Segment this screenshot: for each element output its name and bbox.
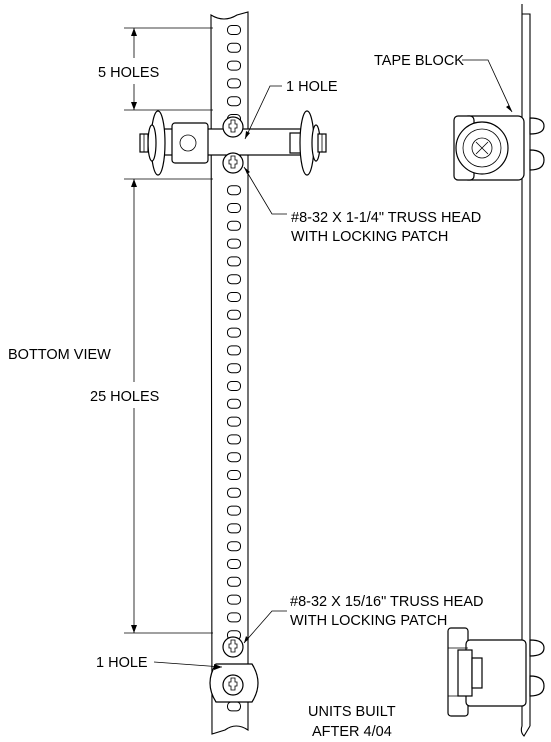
side-panel — [520, 4, 531, 737]
dimension-5-holes — [124, 27, 213, 111]
rail-hole — [227, 220, 241, 231]
rail-hole — [227, 25, 241, 35]
rail-hole — [227, 576, 241, 587]
bottom-mount-assembly — [209, 636, 259, 703]
label-bottom-screw-line1: #8-32 X 15/16" TRUSS HEAD — [290, 594, 483, 610]
rail-holes — [227, 25, 241, 712]
rail-hole — [227, 60, 241, 71]
rail-hole — [227, 345, 241, 356]
rail-hole — [227, 78, 241, 89]
rail-hole — [227, 470, 241, 480]
rail-hole — [227, 381, 241, 391]
rail-hole — [227, 487, 241, 498]
dimension-25-holes — [124, 178, 213, 634]
rail-hole — [227, 434, 241, 445]
label-1-hole-bottom: 1 HOLE — [96, 655, 148, 671]
label-units-line1: UNITS BUILT — [308, 704, 396, 720]
label-units-line2: AFTER 4/04 — [312, 724, 392, 740]
rail-hole — [227, 523, 241, 534]
rail-hole — [227, 42, 241, 53]
rail-hole — [227, 256, 241, 267]
rack-rail — [210, 11, 249, 735]
label-25-holes: 25 HOLES — [90, 389, 159, 405]
bottom-right-block — [447, 627, 545, 717]
rail-hole — [227, 594, 241, 605]
rail-hole — [227, 505, 241, 516]
rail-hole — [227, 559, 241, 569]
top-screw-upper — [222, 116, 244, 138]
rail-hole — [227, 327, 241, 338]
rail-hole — [227, 541, 241, 552]
bottom-screw-lower — [222, 674, 244, 696]
top-mount-assembly — [139, 110, 327, 176]
rail-hole — [227, 363, 241, 374]
rail-hole — [227, 701, 241, 712]
left-block — [171, 122, 209, 164]
label-tape-block: TAPE BLOCK — [374, 53, 464, 69]
rail-hole — [227, 274, 241, 285]
leader-lines — [153, 59, 513, 670]
rail-hole — [227, 612, 241, 623]
rail-hole — [227, 452, 241, 463]
left-block-hole — [179, 134, 197, 152]
label-1-hole-top: 1 HOLE — [286, 79, 338, 95]
rail-hole — [227, 238, 241, 249]
label-bottom-view: BOTTOM VIEW — [8, 347, 111, 363]
right-washer — [289, 110, 327, 176]
label-top-screw-line1: #8-32 X 1-1/4" TRUSS HEAD — [291, 210, 481, 226]
tape-block — [453, 115, 545, 181]
rail-hole — [227, 96, 241, 107]
rail-hole — [227, 185, 241, 196]
rail-hole — [227, 416, 241, 427]
rail-hole — [227, 292, 241, 302]
label-bottom-screw-line2: WITH LOCKING PATCH — [290, 613, 447, 629]
label-5-holes: 5 HOLES — [98, 65, 159, 81]
top-screw-lower — [222, 152, 244, 174]
rail-hole — [227, 203, 241, 213]
rail-hole — [227, 309, 241, 320]
left-washer — [139, 110, 166, 176]
bottom-screw-upper — [222, 636, 244, 658]
rail-hole — [227, 398, 241, 409]
label-top-screw-line2: WITH LOCKING PATCH — [291, 229, 448, 245]
